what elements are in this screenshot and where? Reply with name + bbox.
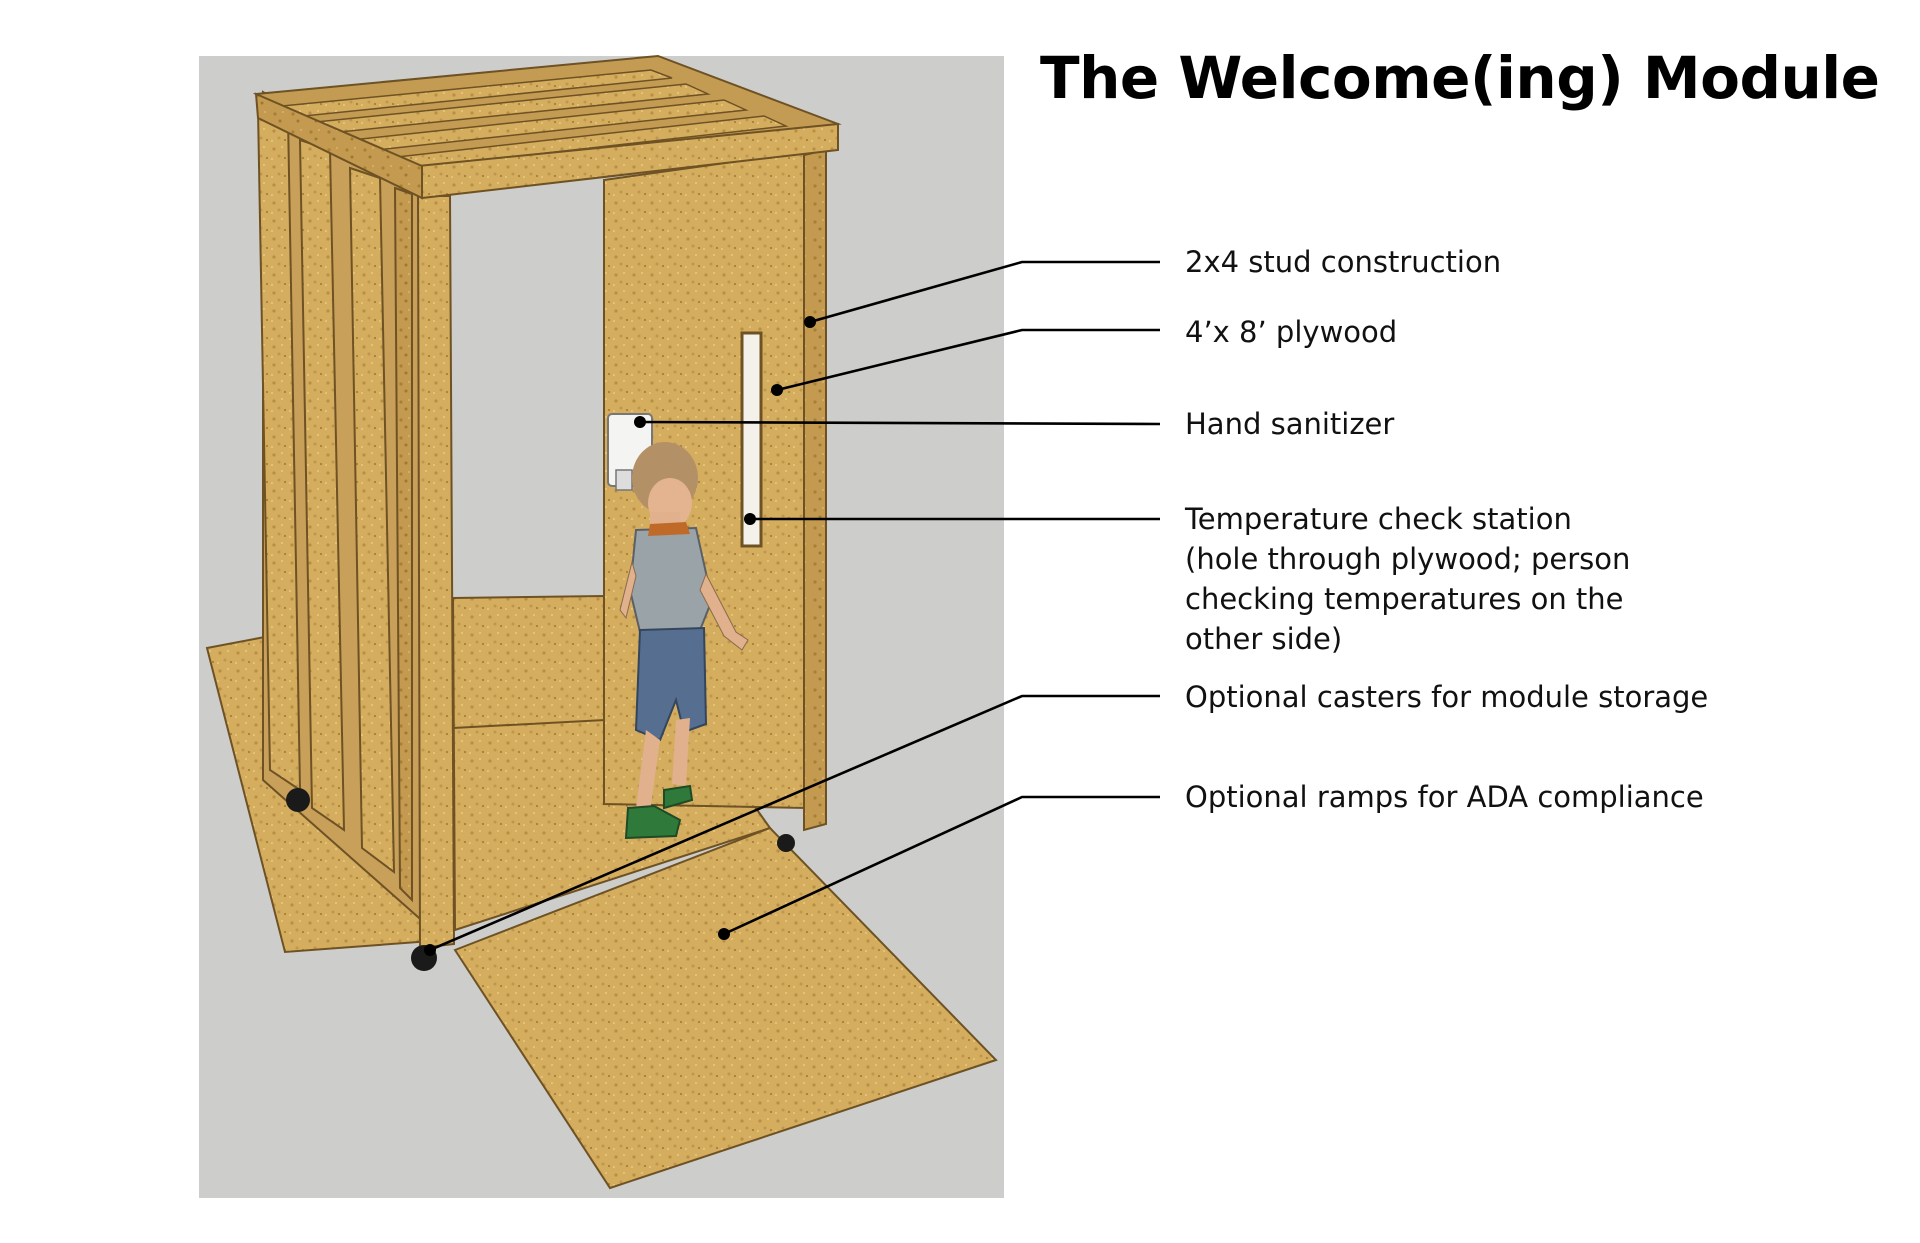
callout-line: Hand sanitizer [1185,407,1395,441]
leader-ramps [723,795,1160,936]
front-post [416,195,456,950]
callout-ramps: Optional ramps for ADA compliance [1185,777,1704,817]
callout-line: 4’x 8’ plywood [1185,315,1398,349]
child-figure [619,442,749,840]
leader-dots [424,316,816,956]
callout-studs: 2x4 stud construction [1185,242,1501,282]
leader-lines [429,260,1161,952]
callout-line: (hole through plywood; person [1185,542,1631,576]
front-ramp [453,826,998,1190]
callout-temperature: Temperature check station (hole through … [1185,499,1630,659]
right-post [803,148,827,832]
callout-casters: Optional casters for module storage [1185,677,1708,717]
leader-casters [429,694,1160,952]
callout-line: 2x4 stud construction [1185,245,1502,279]
callout-sanitizer: Hand sanitizer [1185,404,1394,444]
callout-line: Optional casters for module storage [1185,680,1709,714]
callout-line: Temperature check station [1185,502,1572,536]
leader-plywood [776,328,1160,392]
leader-studs [809,260,1160,324]
callout-plywood: 4’x 8’ plywood [1185,312,1397,352]
temperature-slot [740,331,763,548]
callout-line: checking temperatures on the [1185,582,1624,616]
leader-sanitizer [639,420,1161,426]
callout-line: other side) [1185,622,1343,656]
page-title: The Welcome(ing) Module [1040,44,1880,112]
callout-line: Optional ramps for ADA compliance [1185,780,1704,814]
